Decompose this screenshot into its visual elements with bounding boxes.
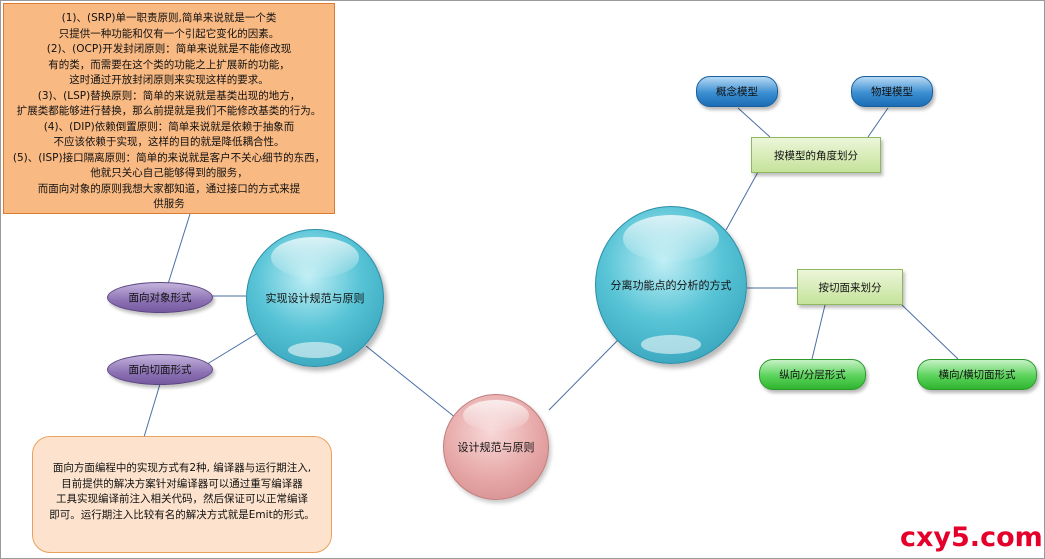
- principles-line: (4)、(DIP)依赖倒置原则：简单来说就是依赖于抽象而: [43, 120, 295, 133]
- site-watermark: cxy5.com: [900, 522, 1043, 553]
- principles-line: 这时通过开放封闭原则来实现这样的要求。: [69, 74, 269, 86]
- note-line: 目前提供的解决方案针对编译器可以通过重写编译器: [61, 477, 303, 490]
- line-by-model-to-concept: [737, 107, 771, 138]
- aop-implementation-note: 面向方面编程中的实现方式有2种, 编译器与运行期注入, 目前提供的解决方案针对编…: [32, 436, 332, 553]
- by-model-perspective-node[interactable]: 按模型的角度划分: [751, 137, 881, 173]
- principles-line: 而面向对象的原则我想大家都知道，通过接口的方式来提: [37, 182, 301, 195]
- vertical-layer-node[interactable]: 纵向/分层形式: [759, 359, 866, 390]
- aop-node[interactable]: 面向切面形式: [107, 354, 213, 385]
- line-center-to-right-circle: [548, 339, 619, 411]
- vertical-layer-label: 纵向/分层形式: [779, 369, 846, 381]
- central-design-principles-node[interactable]: 设计规范与原则: [443, 394, 549, 500]
- implement-principles-label: 实现设计规范与原则: [265, 292, 365, 305]
- principles-line: 只提供一种功能和仅有一个引起它变化的因素。: [58, 27, 280, 40]
- principles-line: 有的类，而需要在这个类的功能之上扩展新的功能，: [48, 58, 290, 71]
- line-left-circle-to-aop: [203, 332, 259, 367]
- concept-model-label: 概念模型: [716, 86, 758, 98]
- separation-analysis-node[interactable]: 分离功能点的分析的方式: [595, 206, 747, 364]
- by-aspect-node[interactable]: 按切面来划分: [797, 269, 903, 305]
- line-by-aspect-to-vertical: [811, 304, 826, 360]
- line-aop-to-note: [143, 383, 161, 438]
- principles-line: (2)、(OCP)开发封闭原则：简单来说就是不能修改现: [46, 43, 292, 55]
- line-left-circle-to-srp-box: [167, 213, 191, 285]
- note-line: 面向方面编程中的实现方式有2种, 编译器与运行期注入,: [52, 462, 312, 474]
- physical-model-label: 物理模型: [871, 86, 913, 98]
- principles-line: (3)、(LSP)替换原则：简单的来说就是基类出现的地方，: [37, 89, 301, 102]
- line-by-aspect-to-horizontal: [901, 304, 959, 360]
- separation-analysis-label: 分离功能点的分析的方式: [610, 279, 732, 292]
- principles-line: 不应该依赖于实现，这样的目的就是降低耦合性。: [53, 136, 285, 148]
- by-aspect-label: 按切面来划分: [818, 281, 882, 294]
- by-model-perspective-label: 按模型的角度划分: [774, 149, 858, 162]
- horizontal-crosscut-label: 横向/横切面形式: [938, 369, 1016, 381]
- note-line: 即可。运行期注入比较有名的解决方式就是Emit的形式。: [49, 508, 315, 521]
- implement-principles-node[interactable]: 实现设计规范与原则: [246, 229, 384, 367]
- principles-line: 扩展类都能够进行替换，那么前提就是我们不能修改基类的行为。: [16, 105, 322, 117]
- principles-line: (1)、(SRP)单一职责原则,简单来说就是一个类: [61, 12, 277, 24]
- oop-node[interactable]: 面向对象形式: [107, 282, 213, 313]
- horizontal-crosscut-node[interactable]: 横向/横切面形式: [917, 359, 1037, 390]
- concept-model-node[interactable]: 概念模型: [696, 76, 778, 107]
- solid-principles-box: (1)、(SRP)单一职责原则,简单来说就是一个类 只提供一种功能和仅有一个引起…: [3, 3, 335, 214]
- line-by-model-to-physical: [867, 107, 889, 138]
- principles-line: 供服务: [153, 198, 185, 210]
- oop-label: 面向对象形式: [128, 292, 192, 304]
- note-line: 工具实现编译前注入相关代码，然后保证可以正常编译: [56, 493, 308, 505]
- principles-line: (5)、(ISP)接口隔离原则：简单的来说就是客户不关心细节的东西，: [12, 151, 326, 164]
- aop-label: 面向切面形式: [128, 364, 192, 376]
- principles-line: 他就只关心自己能够得到的服务，: [90, 167, 248, 179]
- central-design-principles-label: 设计规范与原则: [457, 441, 535, 454]
- line-center-to-left-circle: [365, 345, 457, 419]
- line-right-circle-to-by-model: [725, 171, 759, 231]
- physical-model-node[interactable]: 物理模型: [851, 76, 933, 107]
